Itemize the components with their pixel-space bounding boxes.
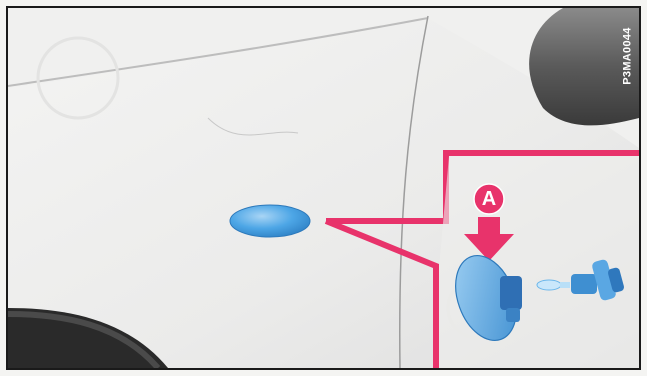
callout-label: A	[474, 184, 504, 214]
figure-code: P3MA0044	[620, 16, 636, 96]
side-repeater-lamp	[230, 205, 310, 237]
figure-frame: P3MA0044 A	[6, 6, 641, 370]
car-illustration	[8, 8, 639, 368]
